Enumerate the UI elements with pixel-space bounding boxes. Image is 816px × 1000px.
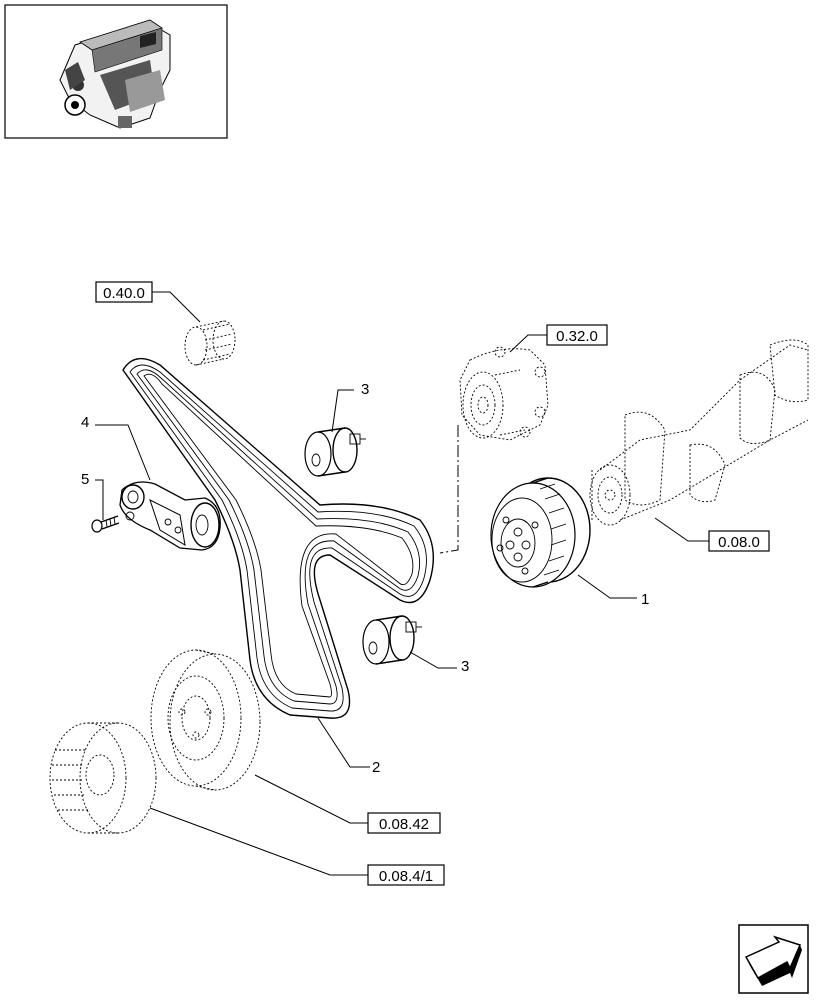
belt-tensioner-part-4[interactable] — [119, 481, 221, 551]
idler-pulley-part-3-upper[interactable] — [304, 427, 366, 477]
pulley-ref-0-40-0 — [184, 320, 236, 366]
ref-label-0-40-0: 0.40.0 — [103, 285, 145, 302]
callout-5: 5 — [81, 471, 89, 488]
idler-pulley-part-3-lower[interactable] — [362, 615, 422, 665]
ref-label-0-32-0: 0.32.0 — [556, 328, 598, 345]
damper-ref-0-08-42 — [150, 649, 261, 791]
pulley-ref-0-08-4-1 — [49, 722, 157, 834]
ref-label-0-08-0: 0.08.0 — [718, 534, 760, 551]
ref-box-0-08-4-1[interactable]: 0.08.4/1 — [367, 864, 445, 886]
engine-thumbnail[interactable] — [4, 4, 228, 139]
next-page-arrow-button[interactable] — [738, 924, 809, 994]
ref-label-0-08-4-1: 0.08.4/1 — [379, 868, 433, 885]
pump-ref-0-32-0 — [459, 346, 549, 441]
callout-1: 1 — [641, 591, 649, 608]
pulley-part-1[interactable] — [490, 477, 591, 588]
ref-box-0-08-0[interactable]: 0.08.0 — [708, 530, 770, 552]
ref-box-0-40-0[interactable]: 0.40.0 — [95, 281, 153, 303]
callout-3-upper: 3 — [361, 381, 369, 398]
bolt-part-5[interactable] — [91, 515, 120, 533]
callout-3-lower: 3 — [461, 658, 469, 675]
leader-lines — [95, 291, 709, 876]
next-page-arrow-icon — [744, 935, 802, 986]
engine-thumbnail-icon — [59, 19, 171, 129]
ref-box-0-08-42[interactable]: 0.08.42 — [367, 812, 441, 834]
crankshaft-ref-0-08-0 — [589, 339, 809, 526]
ref-label-0-08-42: 0.08.42 — [379, 816, 429, 833]
callout-4: 4 — [81, 414, 89, 431]
callout-2: 2 — [372, 759, 380, 776]
drive-belt[interactable] — [122, 357, 435, 719]
ref-box-0-32-0[interactable]: 0.32.0 — [546, 324, 608, 346]
